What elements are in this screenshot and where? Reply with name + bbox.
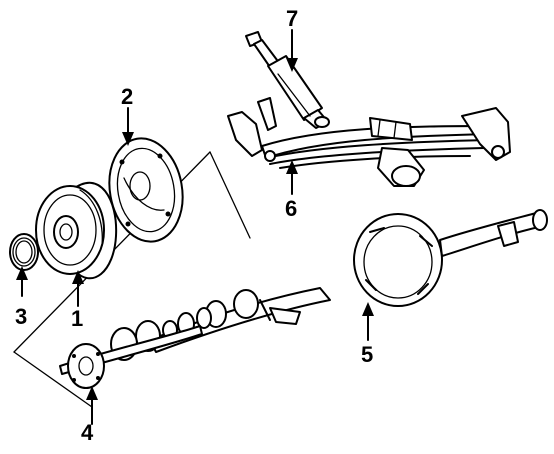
leaf-spring (227, 97, 511, 187)
callout-3: 3 (15, 304, 27, 329)
leader-lines (16, 29, 374, 425)
callout-7: 7 (286, 6, 298, 31)
brake-backing-plate (108, 137, 184, 243)
callout-2: 2 (121, 84, 133, 109)
axle-housing (149, 209, 548, 353)
callout-6: 6 (285, 196, 297, 221)
callout-4: 4 (81, 420, 94, 445)
callout-1: 1 (71, 306, 83, 331)
callout-5: 5 (361, 342, 373, 367)
axle-flange (67, 343, 105, 389)
grease-seal (9, 233, 39, 271)
shock-absorber (245, 31, 330, 129)
brake-drum (35, 182, 118, 280)
